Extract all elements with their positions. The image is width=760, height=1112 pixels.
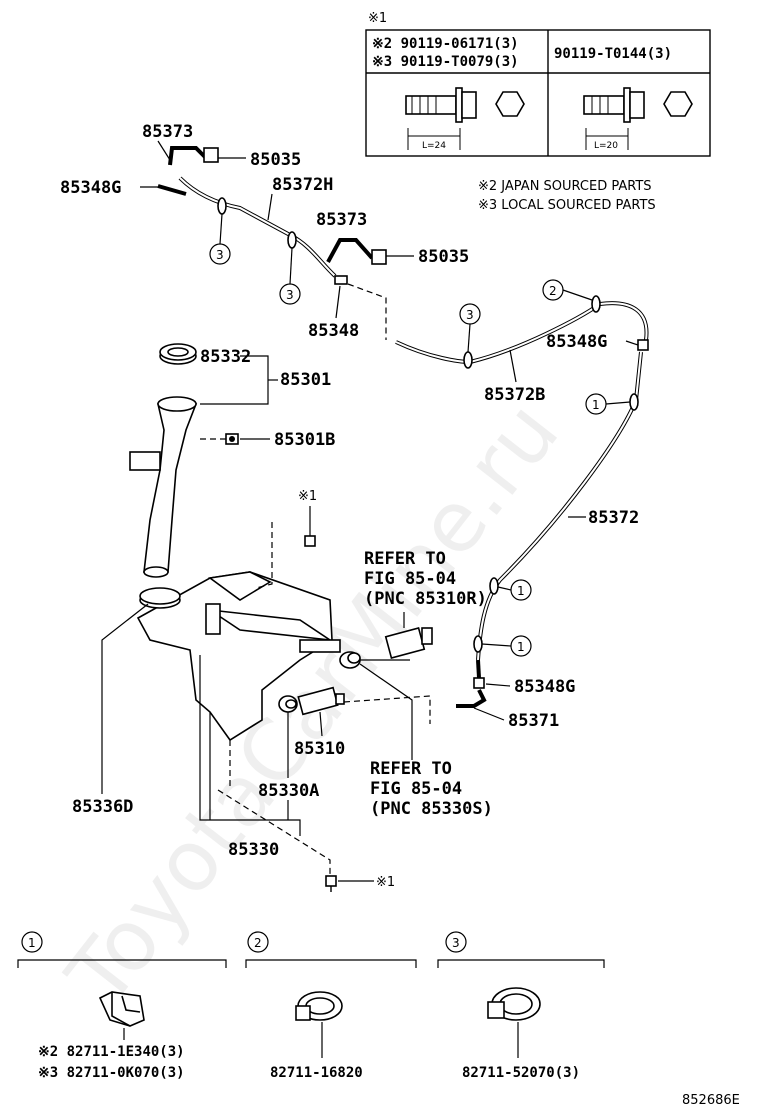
label-85310: 85310 (294, 739, 345, 759)
note-japan-sourced: ※2 JAPAN SOURCED PARTS (478, 179, 652, 194)
figure-code: 852686E (682, 1093, 740, 1108)
flange-bolt-icon: L=24 (405, 87, 525, 151)
ref2-line1: REFER TO (370, 759, 452, 779)
ref2-line3: (PNC 85330S) (370, 799, 493, 819)
callout-1-b: 1 (497, 579, 532, 601)
label-85372: 85372 (588, 508, 639, 528)
clamp-number-3: 3 (452, 936, 460, 950)
note-local-sourced: ※3 LOCAL SOURCED PARTS (478, 198, 656, 213)
label-85336d: 85336D (72, 797, 133, 817)
band-clamp-icon (487, 987, 541, 1021)
svg-text:3: 3 (286, 288, 294, 302)
hose-clip-icon (98, 991, 145, 1027)
callout-2: 2 (542, 279, 593, 301)
ref2-line2: FIG 85-04 (370, 779, 462, 799)
band-clamp-icon (295, 991, 343, 1021)
grommet-right (339, 651, 361, 669)
nozzle-85035-a (203, 147, 219, 163)
clamp-legend-3: 3 82711-52070(3) (437, 931, 605, 1081)
label-85371: 85371 (508, 711, 559, 731)
callout-1-c: 1 (481, 635, 532, 657)
label-85301: 85301 (280, 370, 331, 390)
label-star1-bottom: ※1 (376, 875, 395, 890)
callout-3-right: 3 (459, 303, 481, 353)
label-star1-top: ※1 (298, 489, 317, 504)
bolt1-length: L=24 (422, 141, 446, 151)
clamp-part2: 82711-16820 (270, 1065, 363, 1081)
clamp-part1-line1: ※2 82711-1E340(3) (38, 1044, 185, 1060)
clamp-number-1: 1 (28, 936, 36, 950)
fastener-table: ※1 ※2 90119-06171(3) ※3 90119-T0079(3) 9… (365, 11, 711, 157)
table-header-note: ※1 (368, 11, 387, 26)
clamp-part1-line2: ※3 82711-0K070(3) (38, 1065, 185, 1081)
callout-1-a: 1 (585, 393, 631, 415)
nozzle-85035-b (371, 249, 387, 265)
svg-text:1: 1 (517, 640, 525, 654)
joint-85348 (334, 275, 348, 285)
upper-hose-assembly (157, 146, 387, 285)
washer-tank-85330 (136, 571, 341, 742)
clamp-legend-2: 2 82711-16820 (245, 931, 417, 1081)
clamp-part3: 82711-52070(3) (462, 1065, 580, 1081)
label-85373-b: 85373 (316, 210, 367, 230)
table-col2: 90119-T0144(3) (554, 46, 672, 62)
label-85035-b: 85035 (418, 247, 469, 267)
label-85372h: 85372H (272, 175, 333, 195)
label-85348g-c: 85348G (514, 677, 575, 697)
label-85348g-b: 85348G (546, 332, 607, 352)
pump-85310 (297, 686, 345, 716)
label-85348g-a: 85348G (60, 178, 121, 198)
front-washer-hose (395, 295, 649, 708)
label-85348: 85348 (308, 321, 359, 341)
svg-text:3: 3 (216, 248, 224, 262)
grommet-85330a (278, 695, 298, 713)
svg-text:2: 2 (549, 284, 557, 298)
table-col1-line1: ※2 90119-06171(3) (372, 36, 519, 52)
ref1-line2: FIG 85-04 (364, 569, 456, 589)
table-col1-line2: ※3 90119-T0079(3) (372, 54, 519, 70)
label-85330: 85330 (228, 840, 279, 860)
screw-star1-bottom (325, 875, 337, 892)
label-85330a: 85330A (258, 781, 319, 801)
ref1-line3: (PNC 85310R) (364, 589, 487, 609)
callout-3-upper-mid: 3 (279, 247, 301, 305)
label-85372b: 85372B (484, 385, 545, 405)
svg-text:3: 3 (466, 308, 474, 322)
filler-cap-85332 (159, 343, 197, 365)
label-85373-a: 85373 (142, 122, 193, 142)
svg-text:1: 1 (592, 398, 600, 412)
clamp-legend-1: 1 ※2 82711-1E340(3) ※3 82711-0K070(3) (17, 931, 227, 1081)
label-85301b: 85301B (274, 430, 335, 450)
grommet-85301b (225, 433, 239, 445)
filler-neck-85301 (129, 396, 198, 578)
screw-star1-top (304, 522, 316, 547)
clamp-number-2: 2 (254, 936, 262, 950)
pump-85310r-ref (384, 626, 433, 660)
ref1-line1: REFER TO (364, 549, 446, 569)
label-85332: 85332 (200, 347, 251, 367)
callout-3-upper-left: 3 (209, 213, 231, 265)
flange-bolt-icon: L=20 (583, 87, 693, 151)
label-85035-a: 85035 (250, 150, 301, 170)
svg-text:1: 1 (517, 584, 525, 598)
bolt2-length: L=20 (594, 141, 618, 151)
